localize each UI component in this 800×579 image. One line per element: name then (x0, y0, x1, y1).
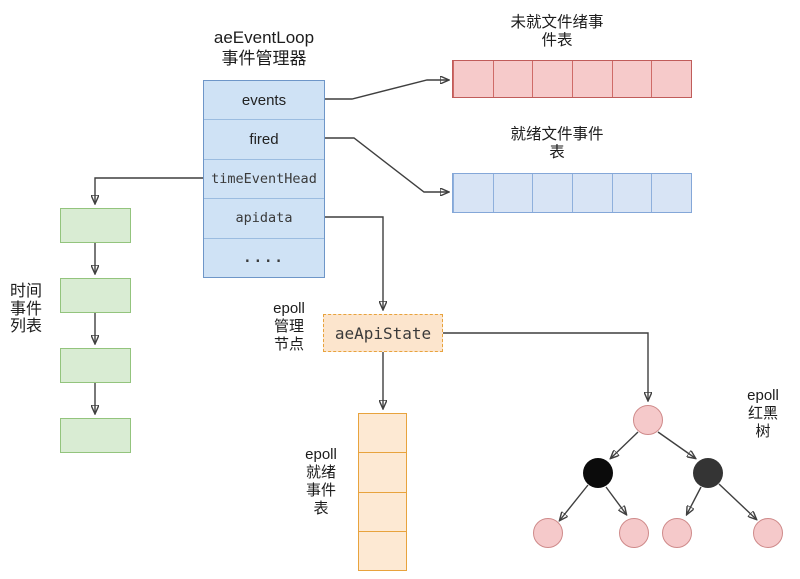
rbtree-leaf-node-3 (662, 518, 692, 548)
loop-row-events: events (241, 91, 287, 109)
edge-root-to-black-right (657, 431, 695, 458)
epoll-ready-cell-3 (359, 491, 406, 531)
connector-timeeventhead-to-time-list (95, 177, 204, 203)
rbtree-black-node-right (693, 458, 723, 488)
epoll-ready-events-table (358, 413, 407, 571)
ready-table-cell-6 (651, 174, 691, 212)
time-event-node-2 (60, 278, 131, 313)
edge-black-left-to-leaf-2 (605, 486, 626, 514)
pending-file-events-table (452, 60, 692, 98)
pending-table-cell-6 (651, 61, 691, 97)
connector-apidata-to-apistate (325, 216, 383, 309)
time-event-list-label: 时间 事件 列表 (9, 283, 42, 335)
loop-row-time-event-head: timeEventHead (204, 158, 324, 198)
connector-events-to-pending-table (325, 80, 448, 100)
edge-black-right-to-leaf-3 (687, 486, 702, 514)
epoll-ready-events-table-label: epoll 就绪 事件 表 (305, 446, 337, 517)
pending-table-cell-1 (453, 61, 493, 97)
edge-black-left-to-leaf-1 (560, 484, 589, 520)
epoll-ready-cell-2 (359, 452, 406, 491)
edge-root-to-black-left (611, 431, 639, 458)
epoll-ready-cell-1 (359, 414, 406, 452)
ready-file-events-table-label: 就绪文件事件 表 (510, 126, 604, 161)
rbtree-leaf-node-1 (533, 518, 563, 548)
ready-file-events-table (452, 173, 692, 213)
ready-table-cell-2 (492, 174, 533, 212)
epoll-ready-cell-4 (359, 530, 406, 570)
ready-table-cell-3 (532, 174, 572, 212)
pending-table-cell-2 (492, 61, 533, 97)
loop-row-ellipsis: .... (204, 237, 324, 277)
event-loop-title: aeEventLoop 事件管理器 (213, 28, 315, 68)
ae-event-loop-box: events fired timeEventHead apidata .... (203, 80, 325, 278)
rbtree-black-node-left (583, 458, 613, 488)
ae-api-state-box: aeApiState (323, 314, 443, 352)
connector-fired-to-ready-table (325, 137, 448, 192)
rbtree-leaf-node-4 (753, 518, 783, 548)
epoll-manage-node-label: epoll 管理 节点 (273, 300, 305, 353)
pending-table-cell-5 (611, 61, 652, 97)
epoll-rbtree-label: epoll 红黑 树 (747, 387, 779, 440)
rbtree-leaf-node-2 (619, 518, 649, 548)
pending-file-events-table-label: 未就文件绪事 件表 (510, 14, 604, 49)
ready-table-cell-5 (611, 174, 652, 212)
time-event-node-4 (60, 418, 131, 453)
connector-apistate-to-rbtree-root (443, 332, 648, 400)
time-event-node-1 (60, 208, 131, 243)
time-event-node-3 (60, 348, 131, 383)
loop-row-apidata: apidata (204, 198, 324, 237)
pending-table-cell-4 (572, 61, 612, 97)
pending-table-cell-3 (532, 61, 572, 97)
ready-table-cell-1 (453, 174, 493, 212)
loop-row-fired: fired (204, 119, 324, 158)
ready-table-cell-4 (572, 174, 612, 212)
edge-black-right-to-leaf-4 (718, 483, 756, 519)
rbtree-root-node (633, 405, 663, 435)
